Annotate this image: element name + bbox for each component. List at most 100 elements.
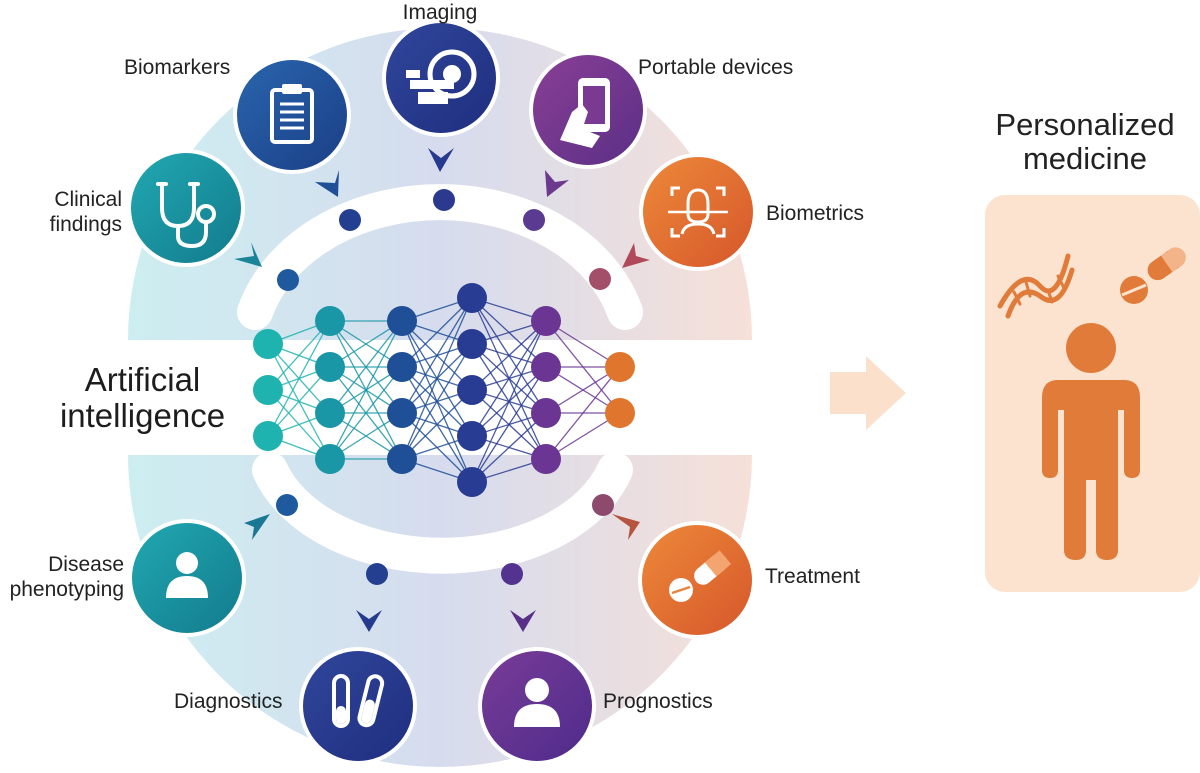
network-node bbox=[387, 306, 417, 336]
network-node bbox=[457, 467, 487, 497]
clinical-findings-label: Clinical findings bbox=[20, 187, 122, 237]
network-connection bbox=[267, 320, 331, 391]
network-connection bbox=[471, 366, 547, 483]
network-connection bbox=[329, 320, 403, 460]
network-node bbox=[387, 352, 417, 382]
portable-devices-node bbox=[529, 51, 647, 169]
disease-phenotyping-node bbox=[128, 519, 246, 637]
output-dot bbox=[276, 494, 298, 516]
output-dot bbox=[501, 563, 523, 585]
diagnostics-label: Diagnostics bbox=[174, 690, 283, 713]
pills-icon bbox=[1120, 247, 1186, 304]
chevron-icon bbox=[244, 514, 270, 540]
treatment-node bbox=[638, 521, 756, 639]
chevron-icon bbox=[622, 243, 650, 268]
personalized-medicine-title-line1: Personalized bbox=[995, 107, 1175, 142]
network-connection bbox=[401, 389, 473, 460]
input-dot bbox=[433, 189, 455, 211]
diagnostics-node bbox=[299, 647, 417, 765]
network-node bbox=[253, 421, 283, 451]
disease-phenotyping-label-line2: phenotyping bbox=[9, 578, 124, 601]
clinical-findings-label-line2: findings bbox=[49, 213, 122, 236]
treatment-label: Treatment bbox=[765, 565, 860, 588]
chevron-icon bbox=[315, 170, 339, 197]
stethoscope-icon bbox=[156, 182, 216, 249]
right-arrow-icon bbox=[830, 356, 906, 430]
ct-scanner-icon bbox=[406, 49, 477, 104]
network-connection bbox=[471, 320, 547, 483]
network-node bbox=[531, 398, 561, 428]
ai-label-line2: intelligence bbox=[59, 397, 226, 434]
clinical-findings-label-line1: Clinical bbox=[54, 188, 122, 211]
imaging-node bbox=[382, 19, 500, 137]
personalized-medicine-title-line2: medicine bbox=[1022, 141, 1148, 176]
test-tubes-icon bbox=[332, 674, 385, 728]
network-connection bbox=[471, 320, 547, 391]
biomarkers-node bbox=[233, 56, 351, 174]
output-arc-band bbox=[252, 452, 633, 574]
background-ring-bottom bbox=[128, 455, 752, 767]
network-node bbox=[531, 352, 561, 382]
person-icon bbox=[514, 678, 560, 727]
chevron-icon bbox=[356, 610, 382, 632]
input-dot bbox=[589, 268, 611, 290]
network-connection bbox=[545, 366, 621, 460]
output-chevrons bbox=[244, 514, 640, 632]
biomarkers-label: Biomarkers bbox=[124, 56, 231, 79]
network-node bbox=[605, 398, 635, 428]
network-connection bbox=[267, 320, 331, 437]
clinical-findings-node bbox=[127, 149, 245, 267]
network-node bbox=[315, 352, 345, 382]
network-node bbox=[605, 352, 635, 382]
input-dot bbox=[339, 209, 361, 231]
network-node bbox=[457, 375, 487, 405]
network-connection bbox=[401, 297, 473, 368]
prognostics-label: Prognostics bbox=[603, 690, 713, 713]
disease-phenotyping-label: Disease phenotyping bbox=[0, 552, 124, 602]
artificial-intelligence-label: Artificial intelligence bbox=[55, 362, 230, 434]
ai-label-line1: Artificial bbox=[84, 361, 201, 398]
network-connection bbox=[471, 320, 547, 437]
face-scan-icon bbox=[668, 186, 728, 238]
disease-phenotyping-label-line1: Disease bbox=[48, 553, 124, 576]
network-connection bbox=[401, 343, 473, 460]
dna-icon bbox=[997, 253, 1075, 319]
chevron-icon bbox=[510, 610, 536, 632]
network-node bbox=[457, 283, 487, 313]
input-chevrons bbox=[234, 148, 650, 268]
output-dot bbox=[592, 494, 614, 516]
portable-devices-label: Portable devices bbox=[638, 56, 794, 79]
network-node bbox=[457, 421, 487, 451]
person-icon bbox=[1042, 323, 1140, 560]
network-node bbox=[457, 329, 487, 359]
network-connection bbox=[401, 297, 473, 460]
network-connection bbox=[471, 412, 547, 483]
network-node bbox=[253, 329, 283, 359]
neural-network bbox=[253, 283, 635, 497]
biometrics-node bbox=[639, 153, 757, 271]
network-node bbox=[531, 306, 561, 336]
pills-icon bbox=[669, 550, 732, 602]
network-node bbox=[387, 444, 417, 474]
network-connection bbox=[401, 297, 473, 414]
input-dot bbox=[277, 269, 299, 291]
network-node bbox=[253, 375, 283, 405]
smartphone-hand-icon bbox=[560, 78, 610, 148]
clipboard-icon bbox=[270, 84, 314, 144]
chevron-icon bbox=[545, 170, 569, 197]
person-icon bbox=[166, 552, 208, 598]
network-connection bbox=[329, 366, 403, 460]
network-node bbox=[315, 444, 345, 474]
output-dot bbox=[366, 563, 388, 585]
chevron-icon bbox=[612, 514, 640, 540]
prognostics-node bbox=[478, 647, 596, 765]
network-node bbox=[315, 306, 345, 336]
network-connection bbox=[329, 320, 403, 414]
network-connection bbox=[267, 366, 331, 437]
imaging-label: Imaging bbox=[402, 1, 478, 24]
network-node bbox=[315, 398, 345, 428]
network-node bbox=[531, 444, 561, 474]
chevron-icon bbox=[428, 148, 454, 172]
